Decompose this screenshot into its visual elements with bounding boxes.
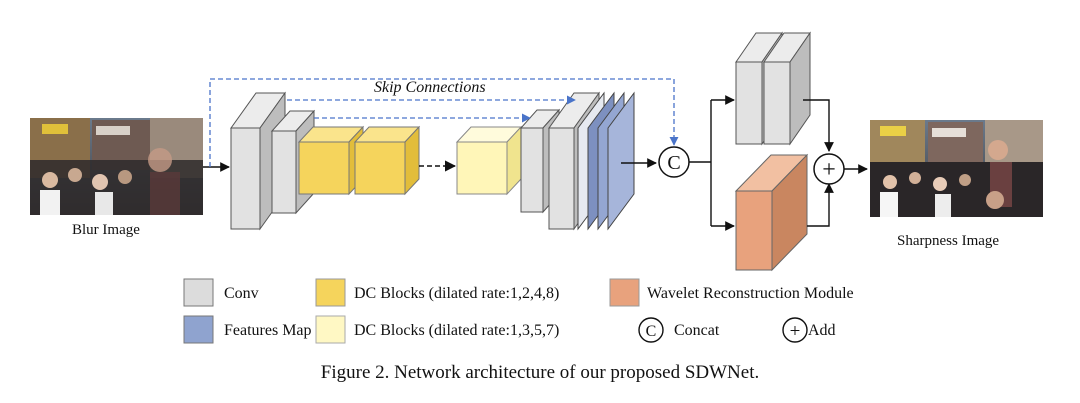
legend-item-features-map: Features Map — [183, 315, 312, 344]
dc-block-b — [455, 125, 523, 196]
legend-add-symbol: + — [790, 321, 801, 342]
legend-concat-symbol: C — [646, 323, 657, 340]
legend-item-concat: C Concat — [638, 317, 720, 343]
sharpness-image-label: Sharpness Image — [897, 233, 999, 249]
figure-caption: Figure 2. Network architecture of our pr… — [321, 362, 759, 383]
legend-swatch-dc-a — [315, 278, 346, 307]
add-icon — [782, 317, 808, 343]
concat-icon — [638, 317, 664, 343]
legend: Conv Features Map DC Blocks (dilated rat… — [183, 278, 854, 344]
branch-arrows — [689, 95, 735, 231]
legend-item-conv: Conv — [183, 278, 259, 307]
dc-block-a — [353, 125, 421, 196]
legend-label-add: Add — [808, 322, 836, 339]
legend-swatch-features-map — [183, 315, 214, 344]
concat-node: C — [658, 146, 690, 178]
dc-block-a — [297, 125, 365, 196]
sharpness-image — [870, 120, 1043, 217]
legend-label-dc-a: DC Blocks (dilated rate:1,2,4,8) — [354, 285, 559, 302]
legend-item-add: + Add — [782, 317, 836, 343]
skip-connections-label: Skip Connections — [374, 79, 486, 96]
legend-label-dc-b: DC Blocks (dilated rate:1,3,5,7) — [354, 322, 559, 339]
legend-swatch-conv — [183, 278, 214, 307]
legend-swatch-wavelet — [609, 278, 640, 307]
merge-arrows — [803, 99, 834, 227]
add-symbol: + — [822, 157, 836, 183]
concat-symbol: C — [667, 152, 680, 174]
legend-swatch-dc-b — [315, 315, 346, 344]
legend-item-dc-a: DC Blocks (dilated rate:1,2,4,8) — [315, 278, 559, 307]
legend-label-concat: Concat — [674, 322, 720, 339]
legend-item-dc-b: DC Blocks (dilated rate:1,3,5,7) — [315, 315, 559, 344]
legend-item-wavelet: Wavelet Reconstruction Module — [609, 278, 854, 307]
skip-connection-outer — [209, 78, 679, 167]
legend-label-wavelet: Wavelet Reconstruction Module — [647, 285, 854, 302]
conv-layer — [763, 31, 811, 146]
blur-image — [30, 118, 203, 215]
blur-image-label: Blur Image — [72, 222, 140, 238]
legend-label-conv: Conv — [224, 285, 259, 302]
skip-connections — [209, 78, 679, 167]
wavelet-module — [734, 153, 809, 272]
legend-label-features-map: Features Map — [224, 322, 312, 339]
feature-map — [607, 91, 635, 231]
add-node: + — [813, 153, 845, 185]
